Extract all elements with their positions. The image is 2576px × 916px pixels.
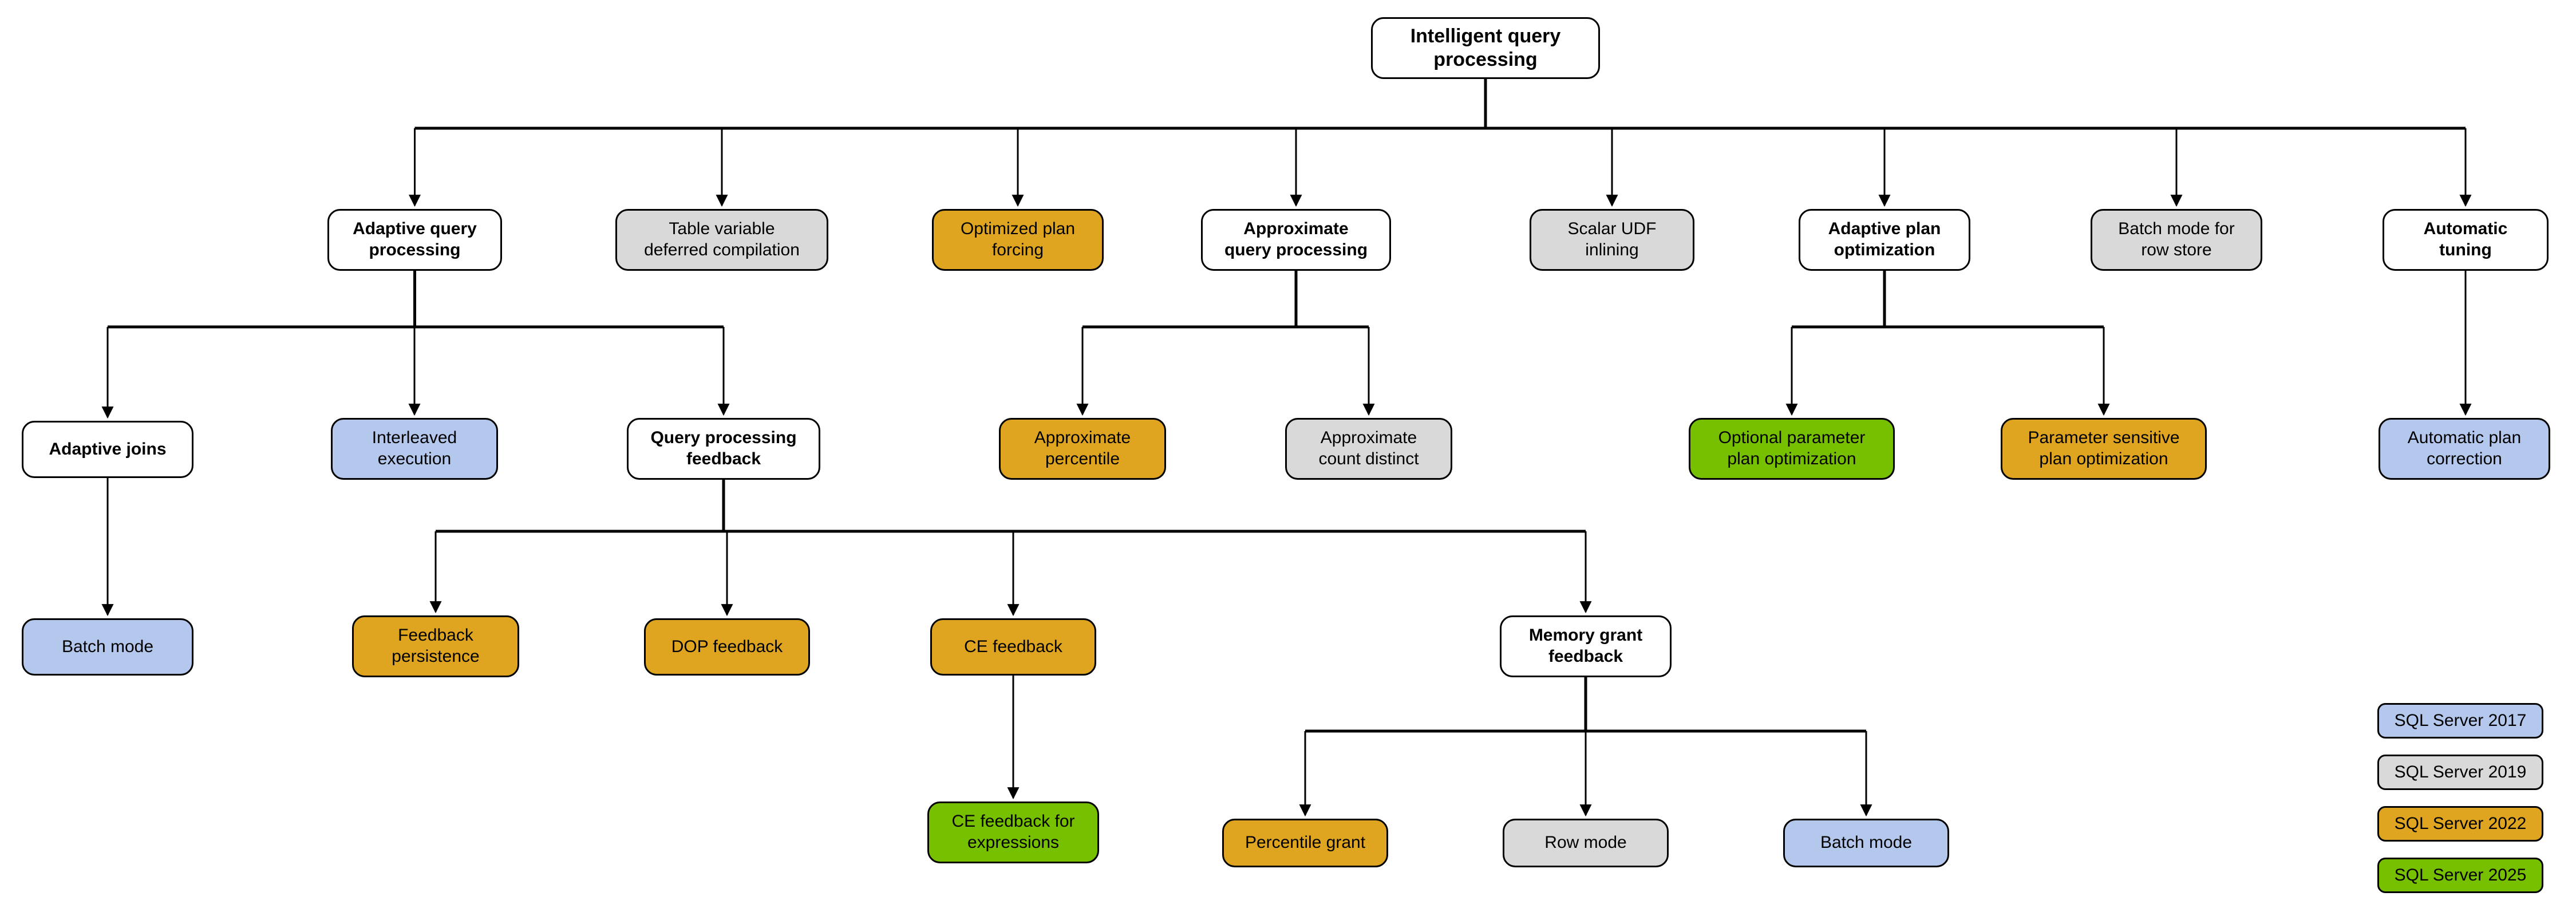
legend-2025: SQL Server 2025 — [2377, 858, 2543, 893]
node-ce_fb[interactable]: CE feedback — [930, 618, 1096, 676]
legend-2019: SQL Server 2019 — [2377, 755, 2543, 790]
node-row_mode[interactable]: Row mode — [1503, 819, 1669, 867]
node-dop_fb[interactable]: DOP feedback — [644, 618, 810, 676]
node-approx_pct[interactable]: Approximate percentile — [999, 418, 1166, 480]
node-batch_mode_aj[interactable]: Batch mode — [22, 618, 193, 676]
legend-2017: SQL Server 2017 — [2377, 703, 2543, 739]
node-aqp[interactable]: Adaptive query processing — [327, 209, 502, 271]
node-tvdc[interactable]: Table variable deferred compilation — [615, 209, 828, 271]
node-root[interactable]: Intelligent query processing — [1371, 17, 1600, 79]
node-approx_cd[interactable]: Approximate count distinct — [1285, 418, 1452, 480]
node-bm_rowstore[interactable]: Batch mode for row store — [2091, 209, 2262, 271]
node-pct_grant[interactable]: Percentile grant — [1222, 819, 1388, 867]
node-opf[interactable]: Optimized plan forcing — [932, 209, 1104, 271]
node-mgf[interactable]: Memory grant feedback — [1500, 615, 1672, 677]
node-apo[interactable]: Adaptive plan optimization — [1799, 209, 1970, 271]
node-auto_tuning[interactable]: Automatic tuning — [2383, 209, 2549, 271]
node-batch_mode_mgf[interactable]: Batch mode — [1783, 819, 1949, 867]
node-ce_fb_expr[interactable]: CE feedback for expressions — [927, 802, 1099, 863]
node-scalar_udf[interactable]: Scalar UDF inlining — [1530, 209, 1694, 271]
node-adaptive_joins[interactable]: Adaptive joins — [22, 421, 193, 478]
node-apc[interactable]: Automatic plan correction — [2379, 418, 2550, 480]
node-approx_qp[interactable]: Approximate query processing — [1201, 209, 1391, 271]
legend-2022: SQL Server 2022 — [2377, 806, 2543, 842]
node-pspo[interactable]: Parameter sensitive plan optimization — [2001, 418, 2207, 480]
node-oppo[interactable]: Optional parameter plan optimization — [1689, 418, 1895, 480]
node-interleaved[interactable]: Interleaved execution — [331, 418, 498, 480]
node-qpf[interactable]: Query processing feedback — [627, 418, 820, 480]
node-fb_persist[interactable]: Feedback persistence — [352, 615, 519, 677]
